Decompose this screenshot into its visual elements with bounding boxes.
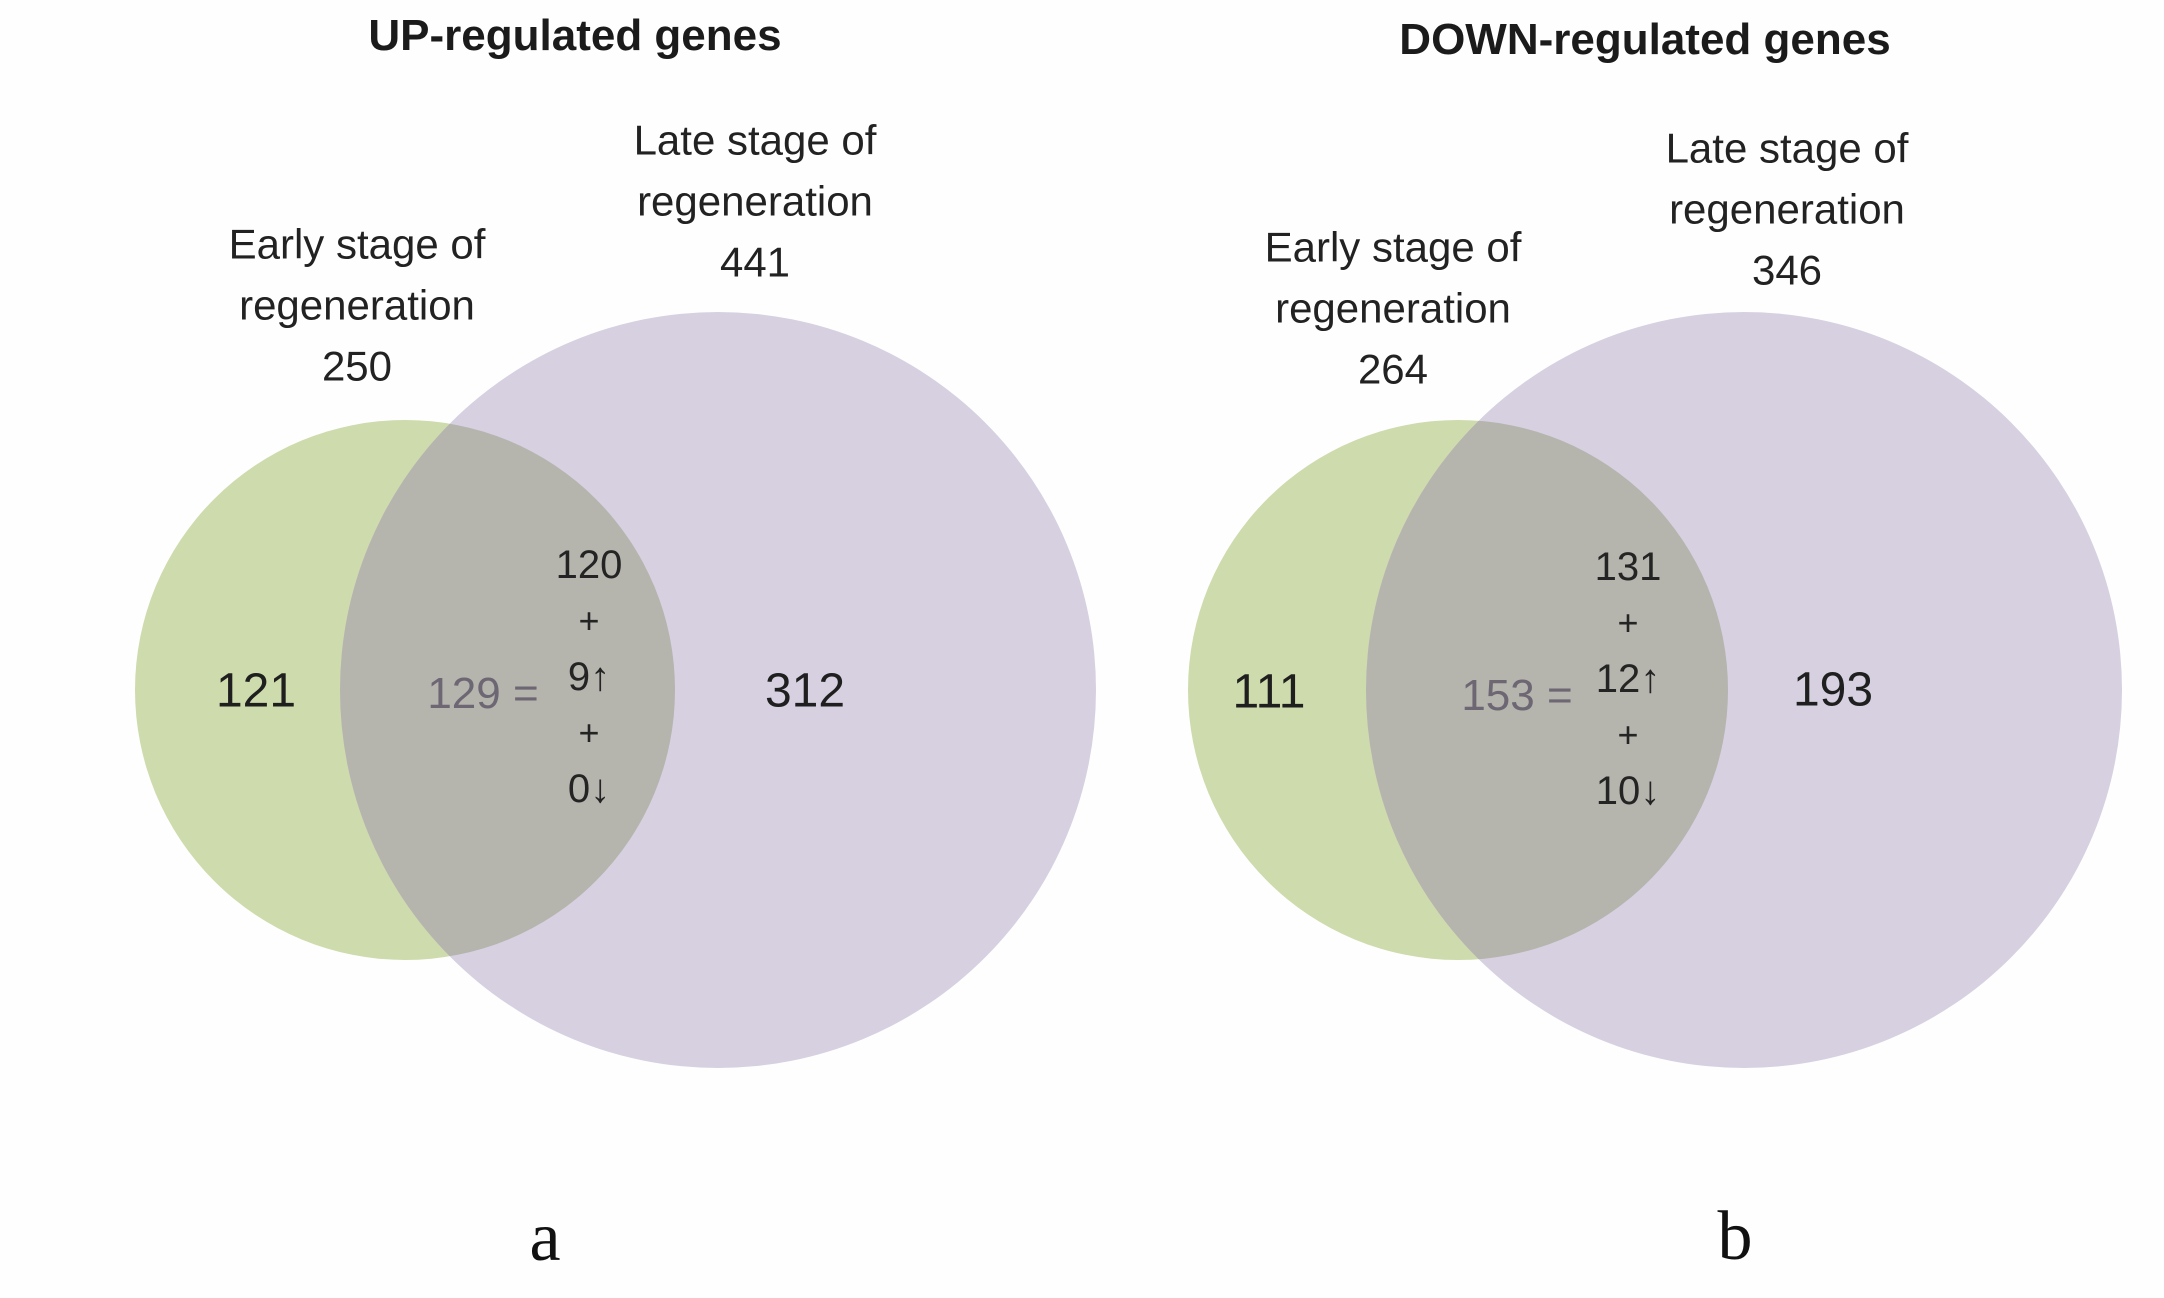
late-set-total-b: 346 [1751,246,1823,294]
early-label-line2-b: regeneration [1275,284,1511,332]
overlap-both-count-b: 131 [1594,545,1662,589]
panel-a-caption: a [529,1199,561,1276]
venn-a [135,312,1096,1068]
early-label-line2-a: regeneration [239,281,475,329]
overlap-total-a: 129 = [427,669,539,718]
late-set-label-b: Late stage of regeneration 346 [1666,118,1909,301]
overlap-region-b [1366,420,1728,960]
early-set-total-b: 264 [1357,345,1429,393]
late-set-total-a: 441 [719,238,791,286]
plus-sign: + [1617,714,1639,755]
overlap-down-count-a: 0↓ [567,767,611,811]
late-unique-count-a: 312 [764,664,846,718]
early-set-label-b: Early stage of regeneration 264 [1265,217,1522,400]
early-set-label-a: Early stage of regeneration 250 [229,214,486,397]
panel-b-caption: b [1717,1198,1753,1275]
early-set-total-a: 250 [321,342,393,390]
late-label-line2-a: regeneration [637,177,873,225]
overlap-both-count-a: 120 [555,543,623,587]
late-label-line2-b: regeneration [1669,185,1905,233]
late-label-line1-b: Late stage of [1665,124,1909,172]
overlap-up-count-a: 9↑ [567,655,611,699]
overlap-total-b: 153 = [1461,671,1573,720]
venn-b [1188,312,2122,1068]
early-unique-count-b: 111 [1232,665,1306,719]
early-unique-count-a: 121 [215,664,297,718]
overlap-down-count-b: 10↓ [1595,769,1661,813]
overlap-region-a [340,420,675,960]
overlap-breakdown-b: 131 + 12↑ + 10↓ [1595,539,1662,819]
overlap-up-count-b: 12↑ [1595,657,1661,701]
late-label-line1-a: Late stage of [633,116,877,164]
plus-sign: + [578,600,600,641]
late-unique-count-b: 193 [1792,663,1874,717]
early-label-line1-b: Early stage of [1264,223,1522,271]
plus-sign: + [1617,602,1639,643]
early-label-line1-a: Early stage of [228,220,486,268]
plus-sign: + [578,712,600,753]
overlap-breakdown-a: 120 + 9↑ + 0↓ [556,537,623,817]
panel-b-title: DOWN-regulated genes [1399,15,1891,64]
late-set-label-a: Late stage of regeneration 441 [634,110,877,293]
panel-a-title: UP-regulated genes [368,11,782,60]
